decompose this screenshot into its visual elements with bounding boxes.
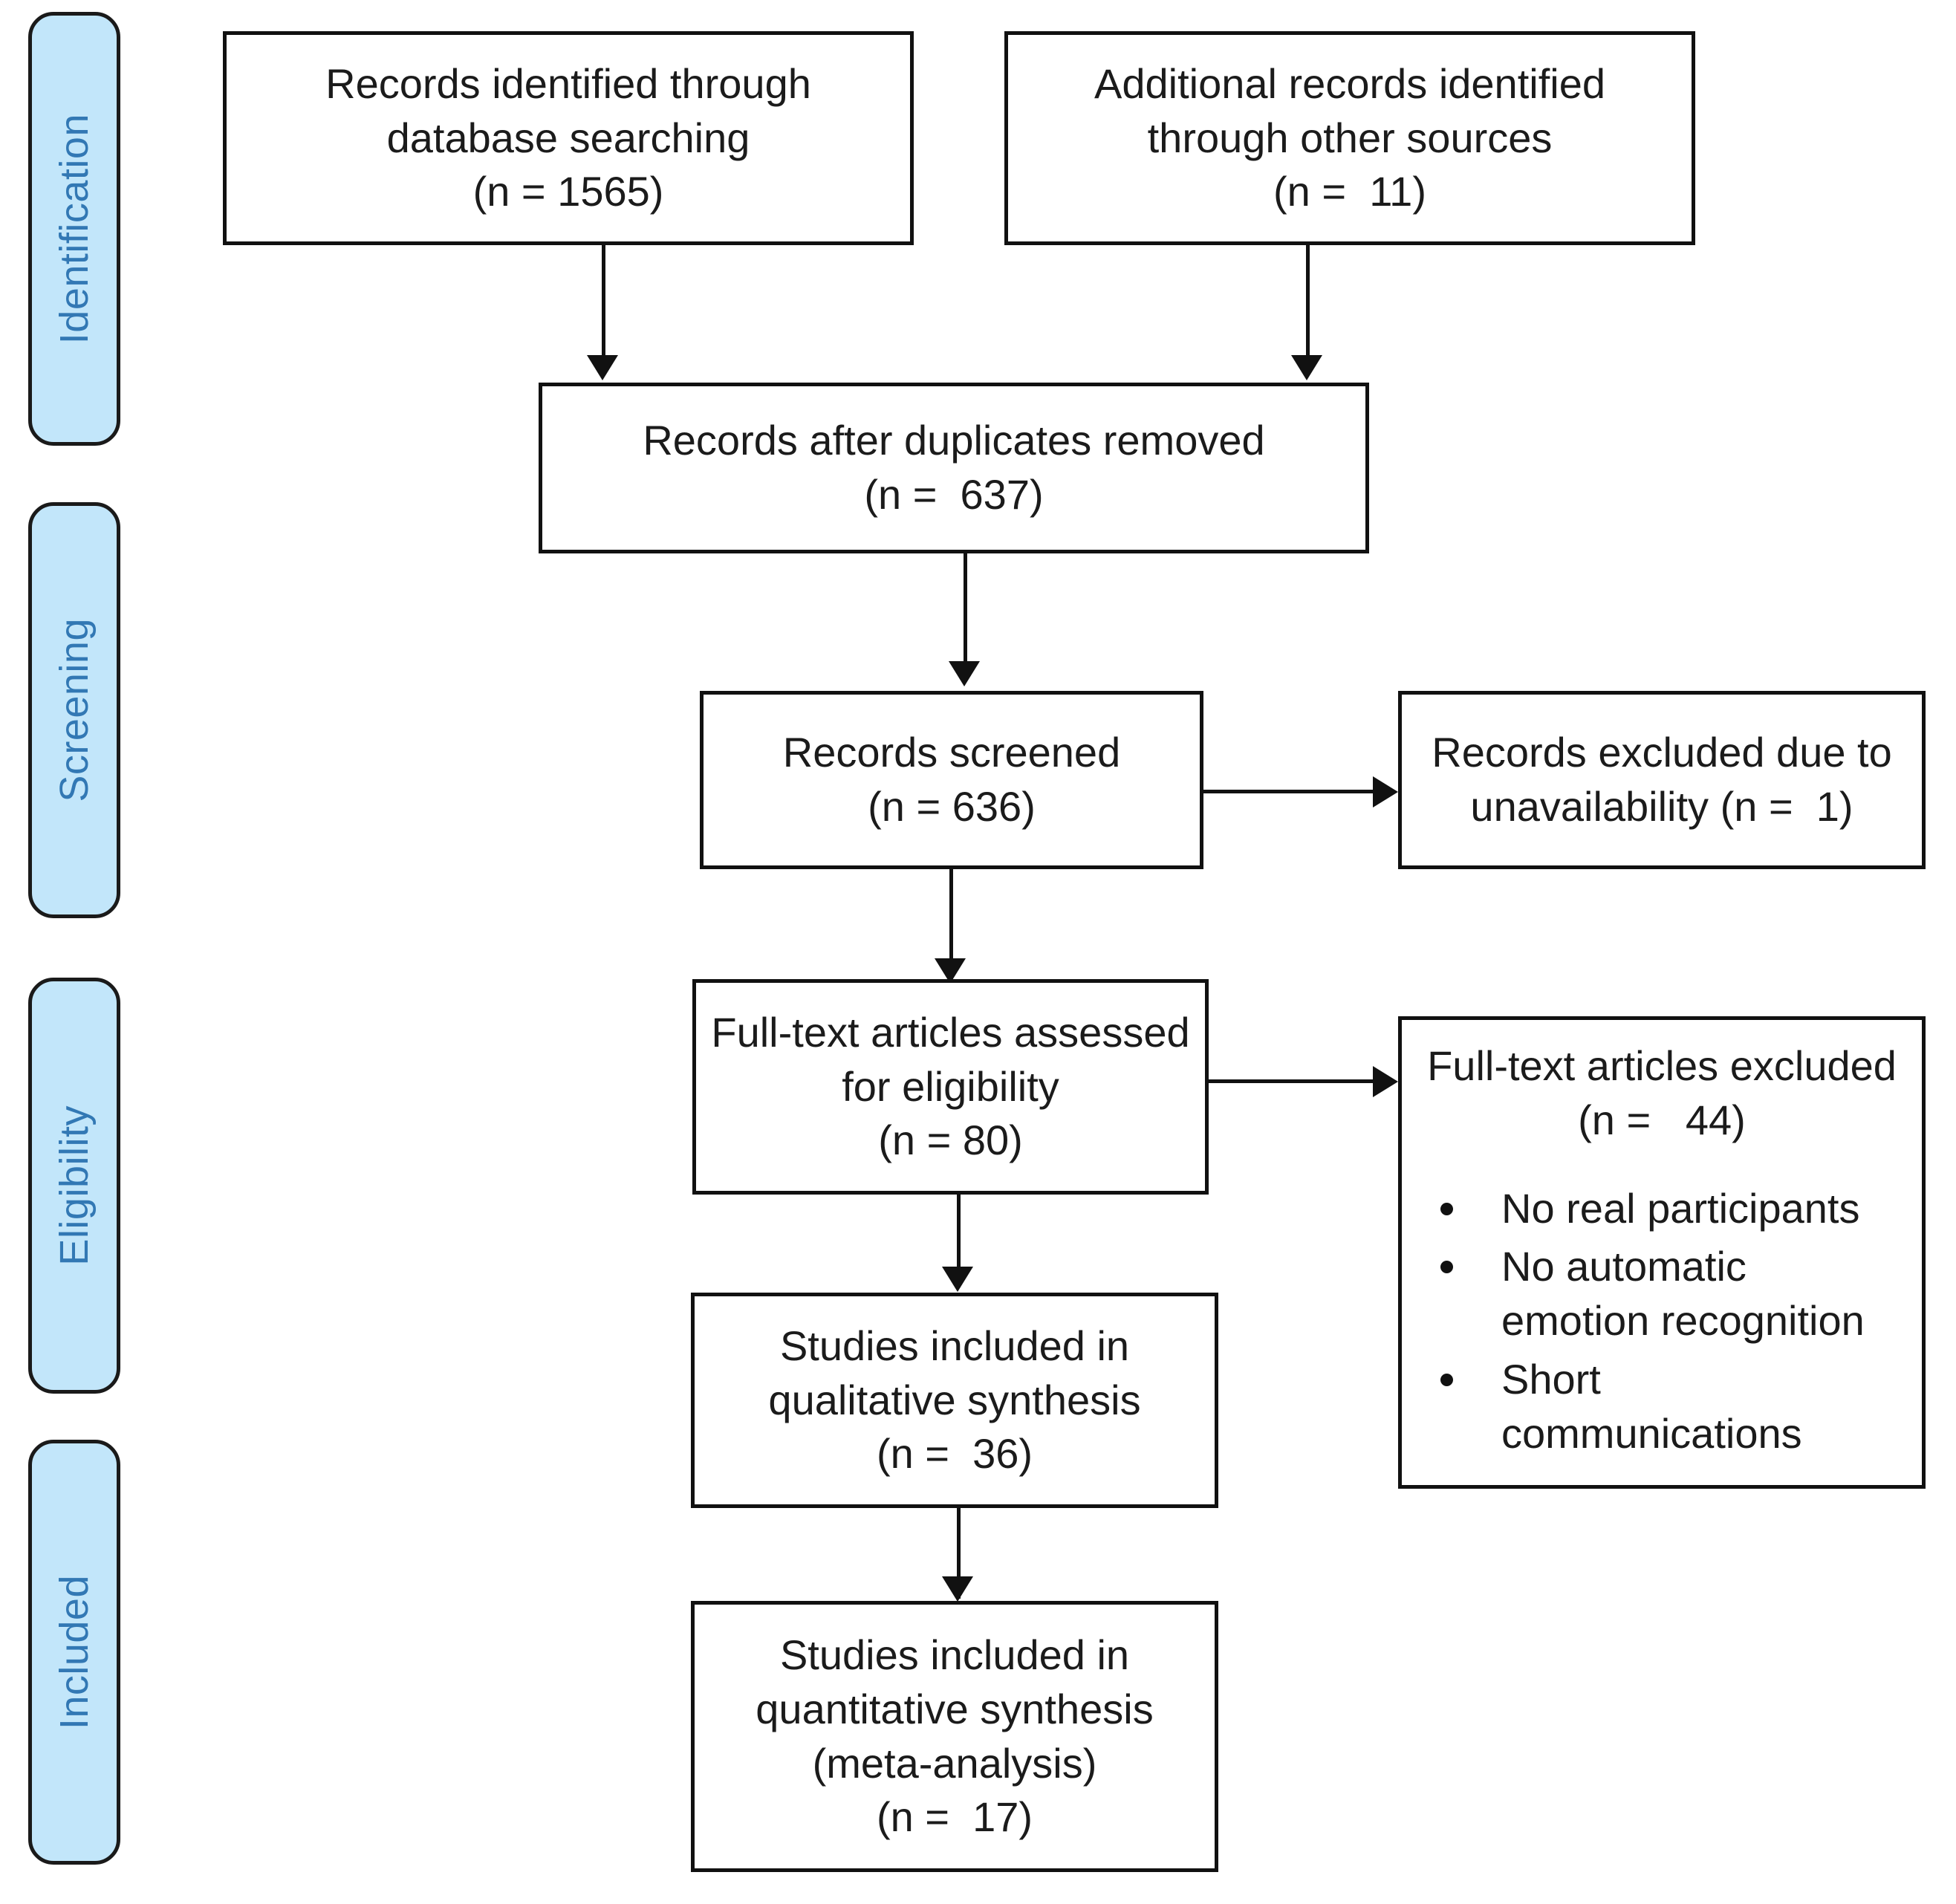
arrowhead-fulltext-to-excluded — [1373, 1066, 1398, 1097]
bullet-icon — [1440, 1261, 1453, 1274]
arrowhead-qualitative-to-quantitative — [942, 1576, 973, 1602]
records-other-line1: Additional records identified — [1094, 59, 1605, 107]
connector-fulltext-to-excluded — [1209, 1079, 1374, 1083]
stage-label-identification: Identification — [52, 113, 97, 345]
quantitative-line2: quantitative synthesis — [756, 1685, 1154, 1732]
fulltext-assessed-count: (n = 80) — [878, 1117, 1023, 1164]
box-fulltext-assessed: Full-text articles assessed for eligibil… — [692, 979, 1209, 1195]
box-records-identified-database: Records identified through database sear… — [223, 31, 914, 245]
connector-database-to-duplicates — [602, 245, 605, 367]
box-fulltext-excluded: Full-text articles excluded (n = 44) No … — [1398, 1016, 1926, 1489]
arrowhead-other-to-duplicates — [1291, 355, 1322, 380]
fulltext-excluded-count: (n = 44) — [1578, 1096, 1746, 1143]
reason-text: No real participants — [1501, 1184, 1860, 1232]
records-database-line2: database searching — [386, 114, 750, 161]
qualitative-line1: Studies included in — [779, 1322, 1130, 1369]
connector-screened-to-excluded — [1203, 790, 1374, 793]
connector-other-to-duplicates — [1306, 245, 1310, 367]
bullet-icon — [1440, 1202, 1453, 1215]
list-item: No automatic emotion recognition — [1414, 1240, 1910, 1348]
stage-bar-screening: Screening — [28, 502, 120, 918]
box-additional-records-other-sources: Additional records identified through ot… — [1004, 31, 1695, 245]
list-item: Short communications — [1414, 1353, 1910, 1461]
box-quantitative-synthesis: Studies included in quantitative synthes… — [691, 1601, 1218, 1872]
stage-bar-included: Included — [28, 1440, 120, 1865]
quantitative-line3: (meta-analysis) — [812, 1739, 1097, 1787]
duplicates-removed-count: (n = 637) — [864, 471, 1044, 518]
fulltext-assessed-line1: Full-text articles assessed — [711, 1008, 1190, 1056]
records-other-line2: through other sources — [1147, 114, 1553, 161]
records-database-line1: Records identified through — [325, 59, 811, 107]
records-excluded-line2: unavailability (n = 1) — [1470, 783, 1853, 830]
qualitative-count: (n = 36) — [876, 1430, 1033, 1478]
fulltext-assessed-line2: for eligibility — [842, 1062, 1059, 1110]
stage-bar-eligibility: Eligibility — [28, 978, 120, 1394]
arrowhead-screened-to-excluded — [1373, 776, 1398, 808]
arrowhead-duplicates-to-screened — [949, 661, 980, 686]
records-database-count: (n = 1565) — [472, 168, 664, 215]
box-qualitative-synthesis: Studies included in qualitative synthesi… — [691, 1293, 1218, 1508]
quantitative-line1: Studies included in — [779, 1631, 1130, 1678]
arrowhead-fulltext-to-qualitative — [942, 1267, 973, 1292]
records-excluded-line1: Records excluded due to — [1432, 729, 1892, 776]
bullet-icon — [1440, 1373, 1453, 1386]
qualitative-line2: qualitative synthesis — [768, 1376, 1141, 1423]
box-records-screened: Records screened (n = 636) — [700, 691, 1203, 869]
stage-label-included: Included — [52, 1574, 97, 1730]
connector-screened-to-fulltext — [949, 869, 953, 979]
connector-duplicates-to-screened — [964, 553, 967, 672]
reason-text: No automatic emotion recognition — [1501, 1243, 1865, 1345]
records-screened-count: (n = 636) — [868, 783, 1036, 830]
list-item: No real participants — [1414, 1182, 1910, 1236]
fulltext-excluded-line1: Full-text articles excluded — [1427, 1042, 1897, 1089]
records-screened-line1: Records screened — [782, 729, 1121, 776]
box-records-after-duplicates-removed: Records after duplicates removed (n = 63… — [539, 383, 1369, 553]
stage-bar-identification: Identification — [28, 12, 120, 446]
connector-fulltext-to-qualitative — [957, 1195, 961, 1287]
records-other-count: (n = 11) — [1273, 168, 1426, 215]
duplicates-removed-line1: Records after duplicates removed — [643, 417, 1265, 464]
arrowhead-database-to-duplicates — [587, 355, 618, 380]
stage-label-eligibility: Eligibility — [52, 1105, 97, 1266]
box-records-excluded: Records excluded due to unavailability (… — [1398, 691, 1926, 869]
quantitative-count: (n = 17) — [876, 1793, 1033, 1841]
reason-text: Short communications — [1501, 1355, 1802, 1457]
fulltext-excluded-reason-list: No real participants No automatic emotio… — [1414, 1182, 1910, 1466]
connector-qualitative-to-quantitative — [957, 1508, 961, 1599]
stage-label-screening: Screening — [52, 618, 97, 802]
